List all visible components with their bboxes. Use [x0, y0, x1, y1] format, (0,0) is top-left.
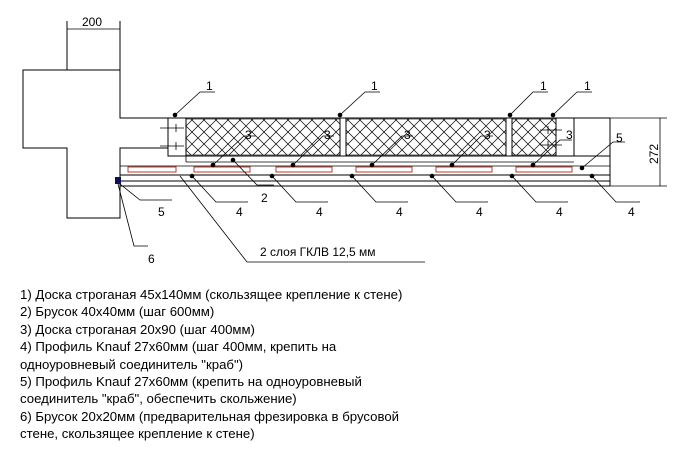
- legend-item: 5) Профиль Knauf 27х60мм (крепить на одн…: [20, 374, 362, 390]
- dimension-label-200: 200: [82, 15, 102, 29]
- bar-20x20: [115, 177, 121, 184]
- callout-3: 3: [245, 128, 252, 142]
- callout-3: 3: [566, 128, 573, 142]
- callout-1: 1: [206, 79, 213, 93]
- callout-6: 6: [148, 252, 155, 266]
- legend-item: 6) Брусок 20х20мм (предварительная фрези…: [20, 408, 400, 424]
- legend-item: 1) Доска строганая 45х140мм (скользящее …: [20, 287, 403, 302]
- legend-item: одноуровневый соединитель "краб"): [20, 356, 244, 372]
- callout-4: 4: [556, 205, 563, 219]
- callout-1: 1: [371, 79, 378, 93]
- callout-5: 5: [616, 131, 623, 145]
- legend-item: стене, скользящее крепление к стене): [20, 426, 255, 442]
- legend-list: 1) Доска строганая 45х140мм (скользящее …: [20, 286, 402, 443]
- joist-board-3: [505, 117, 513, 157]
- legend-item: 2) Брусок 40х40мм (шаг 600мм): [20, 304, 215, 320]
- log-wall-outline: [22, 21, 169, 219]
- insulation-section-1: [185, 118, 341, 156]
- callout-3: 3: [324, 128, 331, 142]
- knauf-profile-row: [127, 166, 573, 173]
- callout-3: 3: [404, 128, 411, 142]
- callout-4: 4: [316, 205, 323, 219]
- leader-dots: [172, 112, 595, 179]
- legend-item: соединитель "краб", обеспечить скольжени…: [20, 391, 297, 407]
- sheet-label: 2 слоя ГКЛВ 12,5 мм: [260, 245, 376, 259]
- callout-4: 4: [628, 205, 635, 219]
- legend-item: 4) Профиль Knauf 27х60мм (шаг 400мм, кре…: [20, 339, 337, 355]
- dimension-200: [66, 24, 121, 34]
- insulation-section-2: [345, 118, 507, 156]
- leader-lines: [117, 91, 640, 263]
- joist-board-2: [339, 117, 347, 157]
- joist-board-1: [167, 117, 187, 157]
- dimension-label-272: 272: [647, 144, 661, 164]
- callout-1: 1: [584, 79, 591, 93]
- callout-4: 4: [236, 205, 243, 219]
- wall-fixing-bracket-left: [160, 124, 184, 150]
- wall-fixing-bracket-right: [540, 126, 562, 149]
- callout-3: 3: [484, 128, 491, 142]
- callout-5: 5: [158, 205, 165, 219]
- legend-item: 3) Доска строганая 20х90 (шаг 400мм): [20, 321, 255, 337]
- callout-1: 1: [540, 79, 547, 93]
- insulation-section-3: [511, 118, 557, 156]
- callout-2: 2: [261, 191, 268, 205]
- callout-4: 4: [476, 205, 483, 219]
- callout-4: 4: [396, 205, 403, 219]
- dimension-272: [610, 117, 667, 187]
